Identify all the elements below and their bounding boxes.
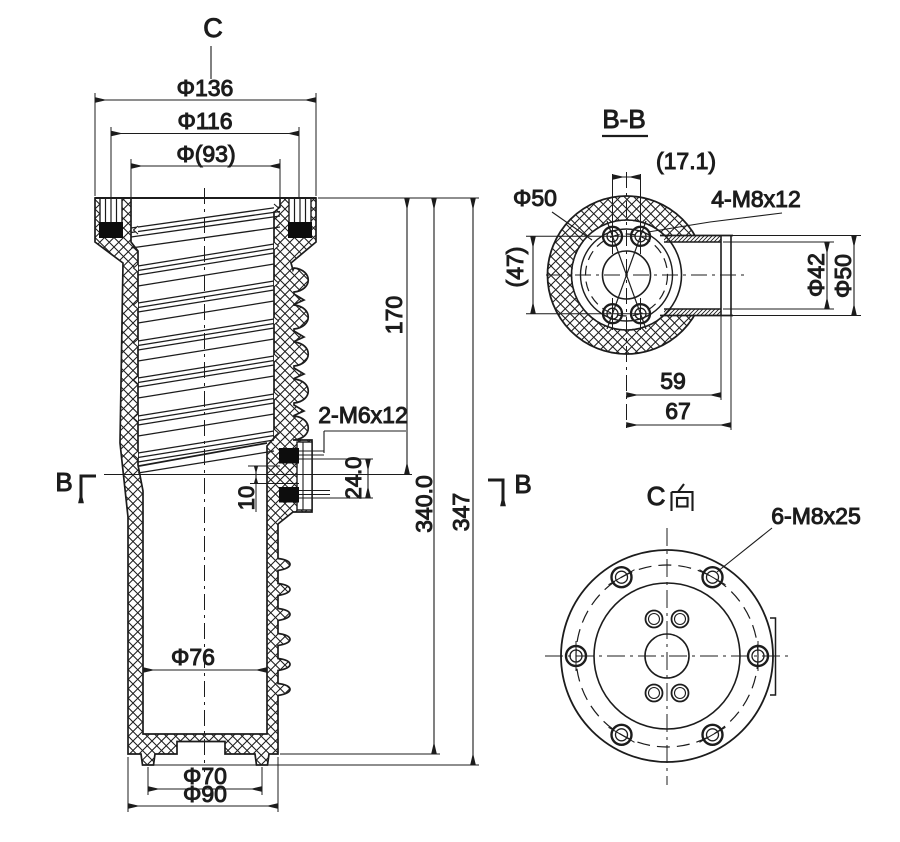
dim-bottom-od: Φ90 (183, 781, 227, 807)
boss-hole-upper (279, 448, 299, 464)
dim-bb-thread: 4-M8x12 (711, 186, 800, 212)
section-bb-title: B-B (602, 104, 645, 134)
section-markers (78, 474, 506, 507)
xiang-glyph (670, 483, 694, 511)
dim-c-thread: 6-M8x25 (771, 503, 860, 529)
dim-bottom-spigot: Φ70 (183, 763, 227, 789)
dim-top-inner: Φ(93) (176, 141, 235, 167)
internal-coil-turns (130, 206, 281, 474)
coil-notches (132, 203, 280, 460)
dim-upper-height: 170 (381, 296, 407, 334)
c-small-hole (670, 683, 690, 703)
dim-bore: Φ76 (171, 644, 215, 670)
boss-hole-lower (279, 487, 299, 503)
view-c: C 6-M8x25 (545, 481, 861, 785)
dim-hole-pitch-h: (17.1) (656, 148, 716, 174)
view-c-title: C (647, 481, 666, 511)
dim-height-340: 340.0 (411, 475, 437, 533)
dim-side-thread: 2-M6x12 (318, 402, 407, 428)
front-view-dimensions (94, 46, 479, 812)
dim-side-hole-pitch: 24.0 (341, 457, 366, 500)
insulator-body-section (94, 197, 317, 766)
dim-tube-bore: Φ42 (803, 253, 829, 297)
c-small-hole (644, 683, 664, 703)
c-bolt-hole (610, 566, 633, 589)
c-bolt-hole (701, 566, 724, 589)
dim-len-59: 59 (660, 368, 686, 394)
c-bolt-hole (610, 723, 633, 746)
dim-tube-od: Φ50 (830, 254, 856, 298)
dim-ring-bore: Φ50 (513, 185, 557, 211)
front-section-view: C Φ136 Φ116 Φ(93) 170 2-M6x12 24.0 10 34… (55, 13, 532, 812)
dim-height-347: 347 (448, 493, 474, 531)
boss-plate (296, 441, 313, 511)
c-small-hole (670, 609, 690, 629)
dim-hole-pitch-v: (47) (502, 247, 528, 288)
section-label-left: B (55, 467, 72, 497)
c-side-tab (770, 617, 777, 696)
c-small-hole (644, 609, 664, 629)
dim-bolt-circle: Φ116 (177, 108, 232, 134)
section-bb-view: B-B (17.1) Φ50 4-M8x12 (47) Φ42 Φ50 59 6… (502, 104, 861, 430)
flange-bolt-nut (288, 222, 312, 238)
dim-flange-od: Φ136 (177, 75, 234, 101)
c-bolt-hole (701, 723, 724, 746)
dim-len-67: 67 (665, 398, 691, 424)
view-label-c: C (203, 13, 223, 43)
section-label-right: B (514, 469, 531, 499)
flange-bolt-nut (99, 222, 123, 238)
dim-side-hole-offset: 10 (234, 486, 259, 510)
